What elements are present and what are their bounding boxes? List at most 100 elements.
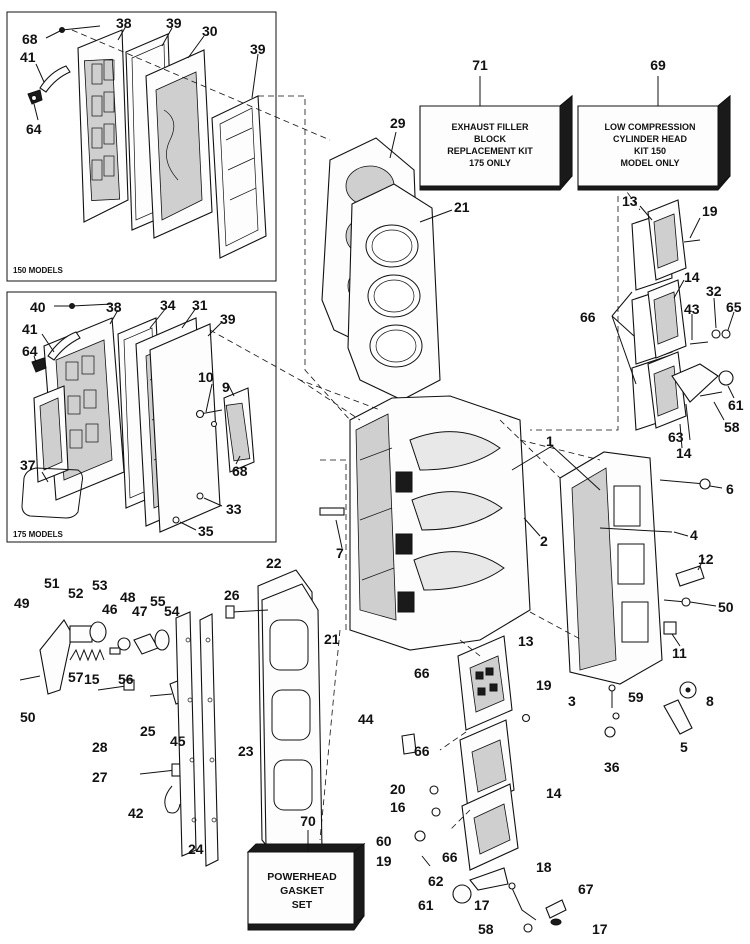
callout-21b: 21 [324, 631, 340, 647]
kit-71-line-4: 175 ONLY [469, 158, 511, 168]
kit-number-70: 70 [300, 813, 316, 829]
kit-number-71: 71 [472, 57, 488, 73]
callout-59: 59 [628, 689, 644, 705]
kit-71-line-2: BLOCK [474, 134, 506, 144]
callout-46: 46 [102, 601, 118, 617]
callout-64: 64 [26, 121, 42, 137]
callout-38b: 38 [106, 299, 122, 315]
callout-39b: 39 [250, 41, 266, 57]
callout-68: 68 [22, 31, 38, 47]
callout-23: 23 [238, 743, 254, 759]
callout-51: 51 [44, 575, 60, 591]
callout-17b: 17 [592, 921, 608, 937]
filler-seal-ring [21, 467, 83, 519]
callout-24: 24 [188, 841, 204, 857]
inset-150-frame [6, 11, 277, 282]
callout-13b: 13 [518, 633, 534, 649]
callout-9: 9 [222, 379, 230, 395]
callout-52: 52 [68, 585, 84, 601]
kit-71-line-1: EXHAUST FILLER [451, 122, 529, 132]
callout-55: 55 [150, 593, 166, 609]
callout-3: 3 [568, 693, 576, 709]
fuel-fitting [401, 733, 417, 755]
callout-39c: 39 [220, 311, 236, 327]
callout-40: 40 [30, 299, 46, 315]
callout-45: 45 [170, 733, 186, 749]
o-ring-large [172, 516, 180, 524]
crankcase-cover [559, 451, 711, 685]
callout-66c: 66 [414, 743, 430, 759]
callout-29: 29 [390, 115, 406, 131]
inset-175-parts [21, 303, 255, 533]
callout-14b: 14 [676, 445, 692, 461]
kit-69-line-2: CYLINDER HEAD [613, 134, 688, 144]
callout-60: 60 [376, 833, 392, 849]
callout-13: 13 [622, 193, 638, 209]
callout-61b: 61 [418, 897, 434, 913]
kit-70-line-3: SET [292, 899, 313, 911]
kit-box-69: 69 LOW COMPRESSION CYLINDER HEAD KIT 150… [577, 57, 731, 191]
callout-58b: 58 [478, 921, 494, 937]
kit-69-line-4: MODEL ONLY [620, 158, 679, 168]
callout-15: 15 [84, 671, 100, 687]
callout-50: 50 [718, 599, 734, 615]
inset-175-frame [6, 291, 277, 543]
callout-12: 12 [698, 551, 714, 567]
callout-41: 41 [20, 49, 36, 65]
callout-66b: 66 [414, 665, 430, 681]
kit-70-line-2: GASKET [280, 885, 324, 897]
callout-31: 31 [192, 297, 208, 313]
kit-69-line-1: LOW COMPRESSION [604, 122, 695, 132]
callout-10: 10 [198, 369, 214, 385]
assembly-lines [71, 29, 641, 841]
water-hose [39, 65, 71, 93]
callout-25: 25 [140, 723, 156, 739]
callout-32: 32 [706, 283, 722, 299]
callout-18: 18 [536, 859, 552, 875]
callout-8: 8 [706, 693, 714, 709]
callout-4: 4 [690, 527, 698, 543]
callout-43: 43 [684, 301, 700, 317]
callout-50b: 50 [20, 709, 36, 725]
callout-61: 61 [728, 397, 744, 413]
callout-64b: 64 [22, 343, 38, 359]
callout-30: 30 [202, 23, 218, 39]
callout-48: 48 [120, 589, 136, 605]
callout-56: 56 [118, 671, 134, 687]
callout-66: 66 [580, 309, 596, 325]
callout-19b: 19 [536, 677, 552, 693]
callout-5: 5 [680, 739, 688, 755]
exhaust-outer-gasket-175 [149, 323, 221, 533]
reed-valve-assembly-lower [401, 635, 567, 933]
callout-54: 54 [164, 603, 180, 619]
callout-53: 53 [92, 577, 108, 593]
callout-62: 62 [428, 873, 444, 889]
o-ring-small [196, 492, 204, 500]
callout-38: 38 [116, 15, 132, 31]
callout-36: 36 [604, 759, 620, 775]
kit-70-line-1: POWERHEAD [267, 871, 337, 883]
callout-6: 6 [726, 481, 734, 497]
crankcase-hardware [604, 681, 697, 738]
callout-16: 16 [390, 799, 406, 815]
water-hose-175 [47, 331, 81, 361]
exhaust-gasket-inner [211, 95, 267, 259]
callout-34: 34 [160, 297, 176, 313]
kit-box-71: 71 EXHAUST FILLER BLOCK REPLACEMENT KIT … [419, 57, 573, 191]
callout-27: 27 [92, 769, 108, 785]
callout-7: 7 [336, 545, 344, 561]
callout-49: 49 [14, 595, 30, 611]
cylinder-head-assembly [321, 137, 441, 401]
callout-14c: 14 [546, 785, 562, 801]
inset-175-caption: 175 MODELS [13, 530, 63, 539]
callout-65: 65 [726, 299, 742, 315]
callout-33: 33 [226, 501, 242, 517]
reed-valve-assembly-upper [631, 199, 734, 431]
callout-35: 35 [198, 523, 214, 539]
callout-57: 57 [68, 669, 84, 685]
callout-39: 39 [166, 15, 182, 31]
callout-20: 20 [390, 781, 406, 797]
dowel-pin [319, 507, 345, 516]
callout-68b: 68 [232, 463, 248, 479]
